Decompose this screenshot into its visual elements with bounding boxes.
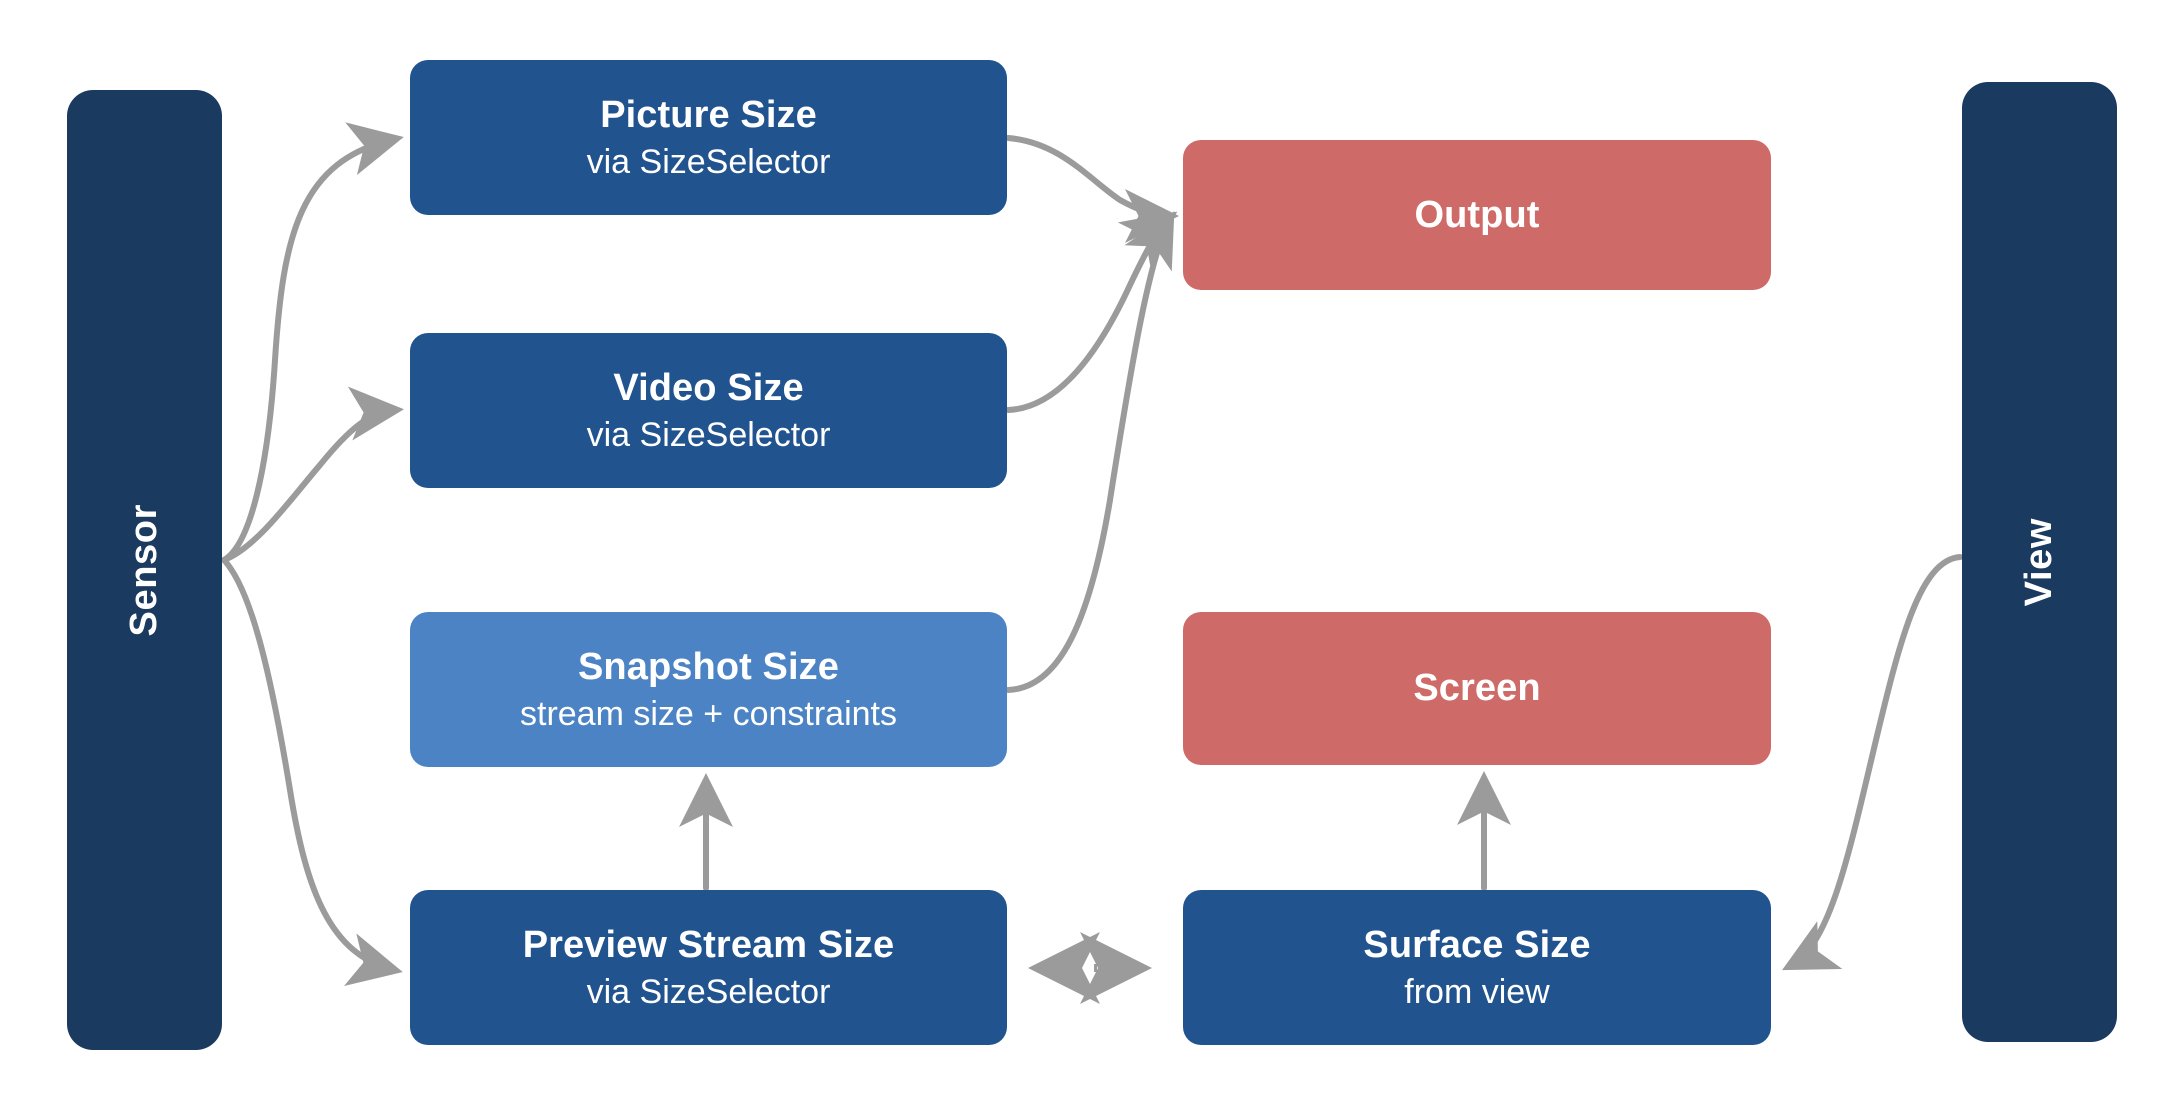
node-preview-stream-size-subtitle: via SizeSelector bbox=[586, 972, 831, 1011]
node-sensor[interactable]: Sensor bbox=[67, 90, 222, 1050]
node-surface-size-label: Surface Size bbox=[1363, 923, 1591, 966]
node-snapshot-size-label: Snapshot Size bbox=[577, 645, 839, 688]
node-surface-size-subtitle: from view bbox=[1404, 972, 1550, 1011]
node-view-label: View bbox=[2018, 517, 2061, 607]
node-surface-size[interactable]: Surface Size from view bbox=[1183, 890, 1771, 1045]
edge-sensor-to-picture-size bbox=[221, 122, 404, 563]
node-video-size-label: Video Size bbox=[613, 366, 804, 409]
node-picture-size-label: Picture Size bbox=[600, 93, 817, 136]
edge-sensor-to-preview-stream-size bbox=[221, 557, 403, 986]
node-preview-stream-size-label: Preview Stream Size bbox=[522, 923, 895, 966]
node-snapshot-size[interactable]: Snapshot Size stream size + constraints bbox=[410, 612, 1007, 767]
edge-snapshot-size-to-output bbox=[1005, 211, 1175, 693]
node-snapshot-size-subtitle: stream size + constraints bbox=[520, 694, 897, 733]
node-output-label: Output bbox=[1414, 193, 1540, 236]
edge-view-to-surface-size bbox=[1782, 554, 1963, 971]
node-output[interactable]: Output bbox=[1183, 140, 1771, 290]
edge-sensor-to-video-size bbox=[221, 386, 404, 563]
node-screen[interactable]: Screen bbox=[1183, 612, 1771, 765]
node-view[interactable]: View bbox=[1962, 82, 2117, 1042]
node-screen-label: Screen bbox=[1413, 667, 1541, 710]
edge-picture-size-to-output bbox=[1005, 135, 1179, 243]
node-sensor-label: Sensor bbox=[123, 503, 166, 637]
node-video-size-subtitle: via SizeSelector bbox=[586, 415, 831, 454]
node-preview-stream-size[interactable]: Preview Stream Size via SizeSelector bbox=[410, 890, 1007, 1045]
node-video-size[interactable]: Video Size via SizeSelector bbox=[410, 333, 1007, 488]
node-picture-size[interactable]: Picture Size via SizeSelector bbox=[410, 60, 1007, 215]
edge-video-size-to-output bbox=[1005, 211, 1178, 413]
node-picture-size-subtitle: via SizeSelector bbox=[586, 142, 831, 181]
